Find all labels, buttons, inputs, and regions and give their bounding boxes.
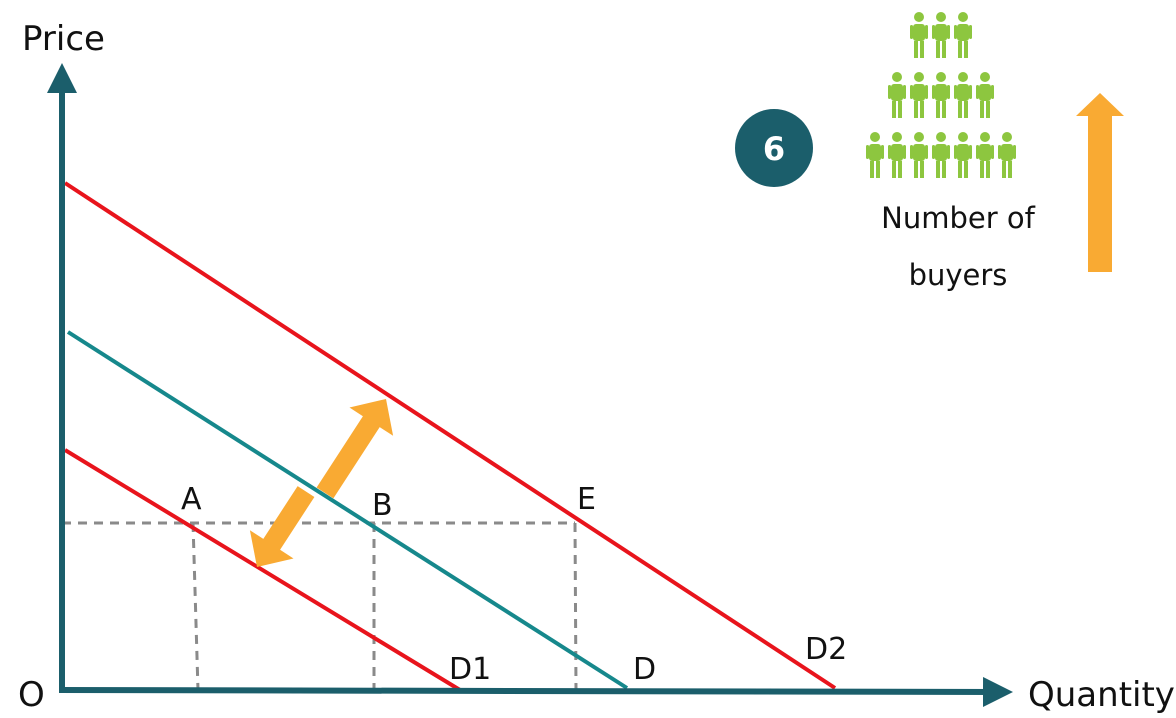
x-axis-label: Quantity [1028, 675, 1175, 714]
person-icon [932, 12, 950, 58]
demand-curve-d2 [63, 181, 837, 690]
rightward-shift-arrow [316, 399, 394, 499]
guide-lines [62, 521, 578, 691]
a-quantity-guide [191, 522, 200, 691]
person-icon [910, 72, 928, 118]
origin-label: O [18, 675, 45, 714]
people-row [910, 12, 972, 58]
factor-badge: 6 [735, 109, 813, 187]
point-a-label: A [181, 482, 202, 517]
curve-d2-label: D2 [805, 632, 847, 667]
person-icon [932, 72, 950, 118]
leftward-shift-arrow [249, 486, 315, 567]
person-icon [866, 132, 884, 178]
people-icon [866, 12, 1016, 178]
e-quantity-guide [573, 522, 578, 691]
x-axis [58, 676, 1013, 707]
increase-arrow-icon [1076, 93, 1124, 272]
person-icon [932, 132, 950, 178]
buyers-caption-line2: buyers [909, 258, 1008, 292]
person-icon [954, 72, 972, 118]
factor-number: 6 [763, 130, 785, 168]
curve-d1-label: D1 [449, 652, 491, 687]
person-icon [998, 132, 1016, 178]
person-icon [888, 72, 906, 118]
point-e-label: E [577, 482, 596, 517]
demand-curve-d [66, 330, 629, 690]
person-icon [976, 72, 994, 118]
person-icon [954, 132, 972, 178]
curve-d-label: D [633, 652, 656, 687]
demand-curve-d1 [63, 448, 462, 692]
people-row [866, 132, 1016, 178]
y-axis-label: Price [22, 19, 105, 59]
person-icon [954, 12, 972, 58]
person-icon [910, 12, 928, 58]
people-row [888, 72, 994, 118]
person-icon [976, 132, 994, 178]
buyers-caption-line1: Number of [881, 201, 1035, 235]
point-b-label: B [372, 488, 393, 523]
shift-arrows [249, 399, 394, 567]
person-icon [888, 132, 906, 178]
person-icon [910, 132, 928, 178]
